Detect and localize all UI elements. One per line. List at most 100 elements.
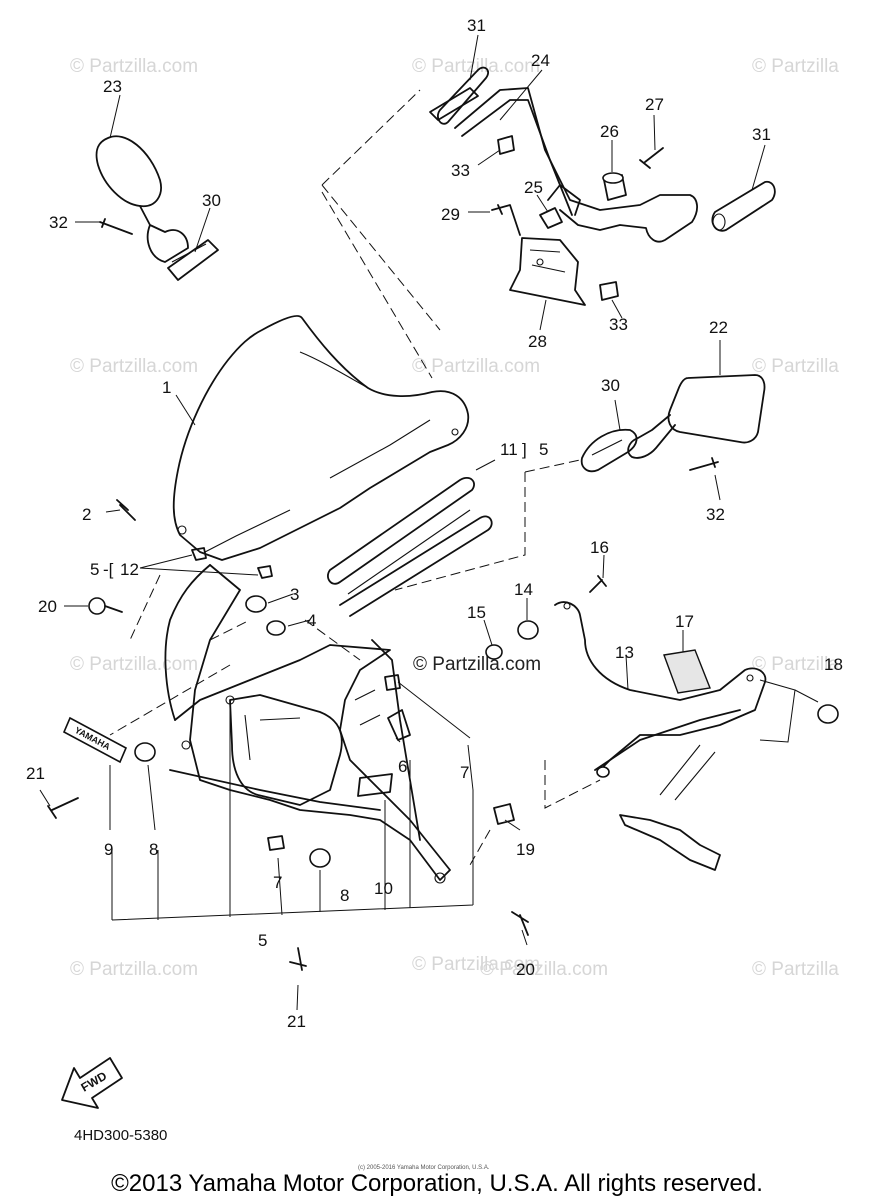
copyright-notice: ©2013 Yamaha Motor Corporation, U.S.A. A… <box>111 1170 763 1197</box>
callout: 30 <box>202 191 221 210</box>
nut-7 <box>267 674 401 851</box>
callout: 1 <box>162 378 171 397</box>
bracket-mark: ] <box>522 440 527 459</box>
fine-print: (c) 2005-2016 Yamaha Motor Corporation, … <box>358 1165 490 1171</box>
collar-33 <box>497 135 619 301</box>
stay-13 <box>554 601 767 871</box>
collar-25 <box>539 207 563 229</box>
part-10 <box>357 773 393 797</box>
callout: 9 <box>104 840 113 859</box>
callout: 21 <box>26 764 45 783</box>
callout: 7 <box>273 873 282 892</box>
callout: 22 <box>709 318 728 337</box>
callout: 33 <box>609 315 628 334</box>
callout: 18 <box>824 655 843 674</box>
screw-20-right <box>511 911 529 936</box>
callout: 6 <box>398 757 407 776</box>
windscreen-1 <box>172 315 470 561</box>
collar-15 <box>485 644 503 660</box>
callout: 17 <box>675 612 694 631</box>
callout: 31 <box>752 125 771 144</box>
bracket-28 <box>509 237 586 306</box>
callout: 3 <box>290 585 299 604</box>
callout: 5 <box>90 560 99 579</box>
watermark: © Partzilla.com <box>70 356 198 377</box>
damper-26 <box>602 172 627 201</box>
callout: 5 <box>539 440 548 459</box>
mirror-left <box>95 135 219 281</box>
callout: 27 <box>645 95 664 114</box>
assembly-lines <box>109 89 601 866</box>
callout: 4 <box>307 611 316 630</box>
fwd-arrow-icon: FWD <box>61 1057 123 1109</box>
callout: 21 <box>287 1012 306 1031</box>
bolt-32-right <box>689 457 719 471</box>
watermark-layer: © Partzilla.com © Partzilla.com © Partzi… <box>70 56 839 980</box>
watermark: © Partzilla <box>752 356 839 377</box>
callout: 32 <box>706 505 725 524</box>
callout: 19 <box>516 840 535 859</box>
bolt-27 <box>639 147 664 169</box>
callout: 11 <box>500 440 518 459</box>
watermark: © Partzilla <box>752 654 839 675</box>
callout: 5 <box>258 931 267 950</box>
callout: 10 <box>374 879 393 898</box>
collar-31-right <box>711 180 776 232</box>
callout: 20 <box>516 960 535 979</box>
leader-lines <box>39 34 819 1011</box>
callout: 12 <box>120 560 139 579</box>
callout: 15 <box>467 603 486 622</box>
callout: 8 <box>149 840 158 859</box>
watermark: © Partzilla.com <box>412 356 540 377</box>
fwd-text: FWD <box>79 1069 110 1095</box>
watermark: © Partzilla <box>752 959 839 980</box>
screw-20-left <box>88 597 123 615</box>
nut-18 <box>817 704 839 724</box>
callout: 32 <box>49 213 68 232</box>
plate-17 <box>663 649 711 694</box>
callout: 33 <box>451 161 470 180</box>
callout: 7 <box>460 763 469 782</box>
callout: 28 <box>528 332 547 351</box>
panel-11 <box>327 477 493 617</box>
mirror-right <box>627 374 766 459</box>
watermark: © Partzilla.com <box>412 56 540 77</box>
callout: 24 <box>531 51 550 70</box>
watermark: © Partzilla.com <box>480 959 608 980</box>
callout: 23 <box>103 77 122 96</box>
watermark: © Partzilla <box>752 56 839 77</box>
clip-12 <box>191 547 273 579</box>
callout: 29 <box>441 205 460 224</box>
collar-31-left <box>429 87 479 121</box>
callout: 8 <box>340 886 349 905</box>
damper-8 <box>134 742 331 868</box>
watermark: © Partzilla.com <box>70 56 198 77</box>
bolt-29 <box>491 204 521 236</box>
grommet-14 <box>517 620 539 640</box>
screw-21 <box>47 797 307 971</box>
callout: 13 <box>615 643 634 662</box>
callout: 14 <box>514 580 533 599</box>
callout: 20 <box>38 597 57 616</box>
watermark: © Partzilla.com <box>70 959 198 980</box>
callout: 31 <box>467 16 486 35</box>
callout: 2 <box>82 505 91 524</box>
callout: 16 <box>590 538 609 557</box>
callout-labels: 31 24 23 27 26 31 33 25 30 29 32 33 22 2… <box>26 16 843 1031</box>
callout: 26 <box>600 122 619 141</box>
part-6 <box>387 709 411 741</box>
nut-19 <box>493 803 515 825</box>
callout: 25 <box>524 178 543 197</box>
grommet-4 <box>266 620 286 636</box>
callout: 30 <box>601 376 620 395</box>
center-watermark: © Partzilla.com <box>413 654 541 675</box>
bracket-mark: -[ <box>103 560 114 579</box>
diagram-code: 4HD300-5380 <box>74 1127 167 1144</box>
emblem-9: YAMAHA <box>62 716 128 764</box>
screw-16 <box>589 575 607 593</box>
stay-24 <box>436 66 698 243</box>
watermark: © Partzilla.com <box>70 654 198 675</box>
watermark: © Partzilla.com <box>412 954 540 975</box>
grommet-3 <box>245 595 267 613</box>
